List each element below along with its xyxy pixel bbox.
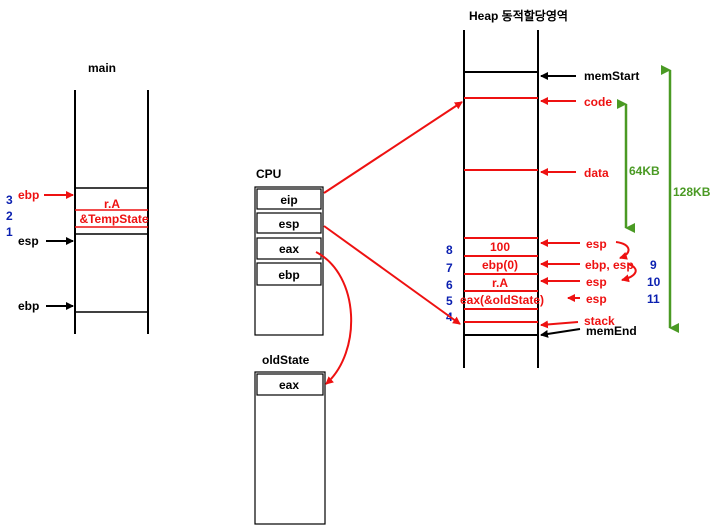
stack-label: stack — [584, 314, 615, 328]
heap-cell-ebp0: ebp(0) — [482, 258, 518, 272]
main-title: main — [88, 61, 116, 75]
memend-label: memEnd — [586, 324, 637, 338]
main-cell-tempstate: &TempState — [79, 212, 148, 226]
right-label-esp-6: esp — [586, 275, 607, 289]
main-step-1: 1 — [6, 225, 13, 239]
cpu-reg-eip: eip — [280, 193, 297, 207]
main-step-2: 2 — [6, 209, 13, 223]
cpu-reg-eip-cell — [256, 188, 322, 210]
oldstate-reg-eax-cell — [256, 373, 324, 396]
cpu-reg-ebp: ebp — [278, 268, 299, 282]
eip-to-code-arrow — [323, 101, 463, 194]
heap-cell-eax-oldstate: eax(&oldState) — [460, 293, 544, 307]
memstart-label: memStart — [584, 69, 639, 83]
right-label-esp-5: esp — [586, 292, 607, 306]
main-ebp-red-label: ebp — [18, 188, 39, 202]
cpu-title: CPU — [256, 167, 281, 181]
oldstate-title: oldState — [262, 353, 310, 367]
size-64kb-label: 64KB — [629, 164, 660, 178]
right-label-esp-8: esp — [586, 237, 607, 251]
heap-num-7: 7 — [446, 261, 453, 275]
right-num-9: 9 — [650, 258, 657, 272]
esp-curve-arrow-1 — [615, 241, 630, 260]
cpu-box — [254, 186, 324, 336]
esp-to-stack-arrow — [323, 225, 461, 325]
cpu-reg-eax-cell — [256, 237, 322, 260]
data-label: data — [584, 166, 609, 180]
main-stack: main r.A &TempState 3 2 1 ebp esp ebp — [6, 61, 149, 334]
memend-arrow — [540, 328, 581, 338]
cpu-reg-esp: esp — [279, 217, 300, 231]
heap-cell-ra: r.A — [492, 276, 508, 290]
cpu-registers: CPU eip esp eax ebp — [254, 167, 324, 336]
esp-curve-arrow-2 — [621, 263, 637, 283]
heap-title: Heap 동적할당영역 — [469, 8, 568, 23]
cpu-reg-eax: eax — [279, 242, 299, 256]
code-label: code — [584, 95, 612, 109]
right-label-ebp-esp-7: ebp, esp — [585, 258, 634, 272]
eax-to-oldstate-arrow — [315, 251, 353, 385]
main-cell-ra: r.A — [104, 197, 120, 211]
right-num-10: 10 — [647, 275, 661, 289]
stack-arrow — [540, 320, 579, 329]
main-step-3: 3 — [6, 193, 13, 207]
heap-num-6: 6 — [446, 278, 453, 292]
oldstate-registers: oldState eax — [254, 353, 326, 525]
main-esp-label: esp — [18, 234, 39, 248]
cpu-reg-esp-cell — [256, 212, 322, 234]
main-ebp-label: ebp — [18, 299, 39, 313]
heap-num-8: 8 — [446, 243, 453, 257]
oldstate-box — [254, 371, 326, 525]
cpu-reg-ebp-cell — [256, 262, 322, 286]
heap-cell-100: 100 — [490, 240, 510, 254]
right-num-11: 11 — [647, 292, 660, 306]
oldstate-reg-eax: eax — [279, 378, 299, 392]
size-128kb-label: 128KB — [673, 185, 711, 199]
heap-num-5: 5 — [446, 294, 453, 308]
heap-area: Heap 동적할당영역 100 ebp(0) r.A eax(&oldState… — [446, 8, 711, 368]
